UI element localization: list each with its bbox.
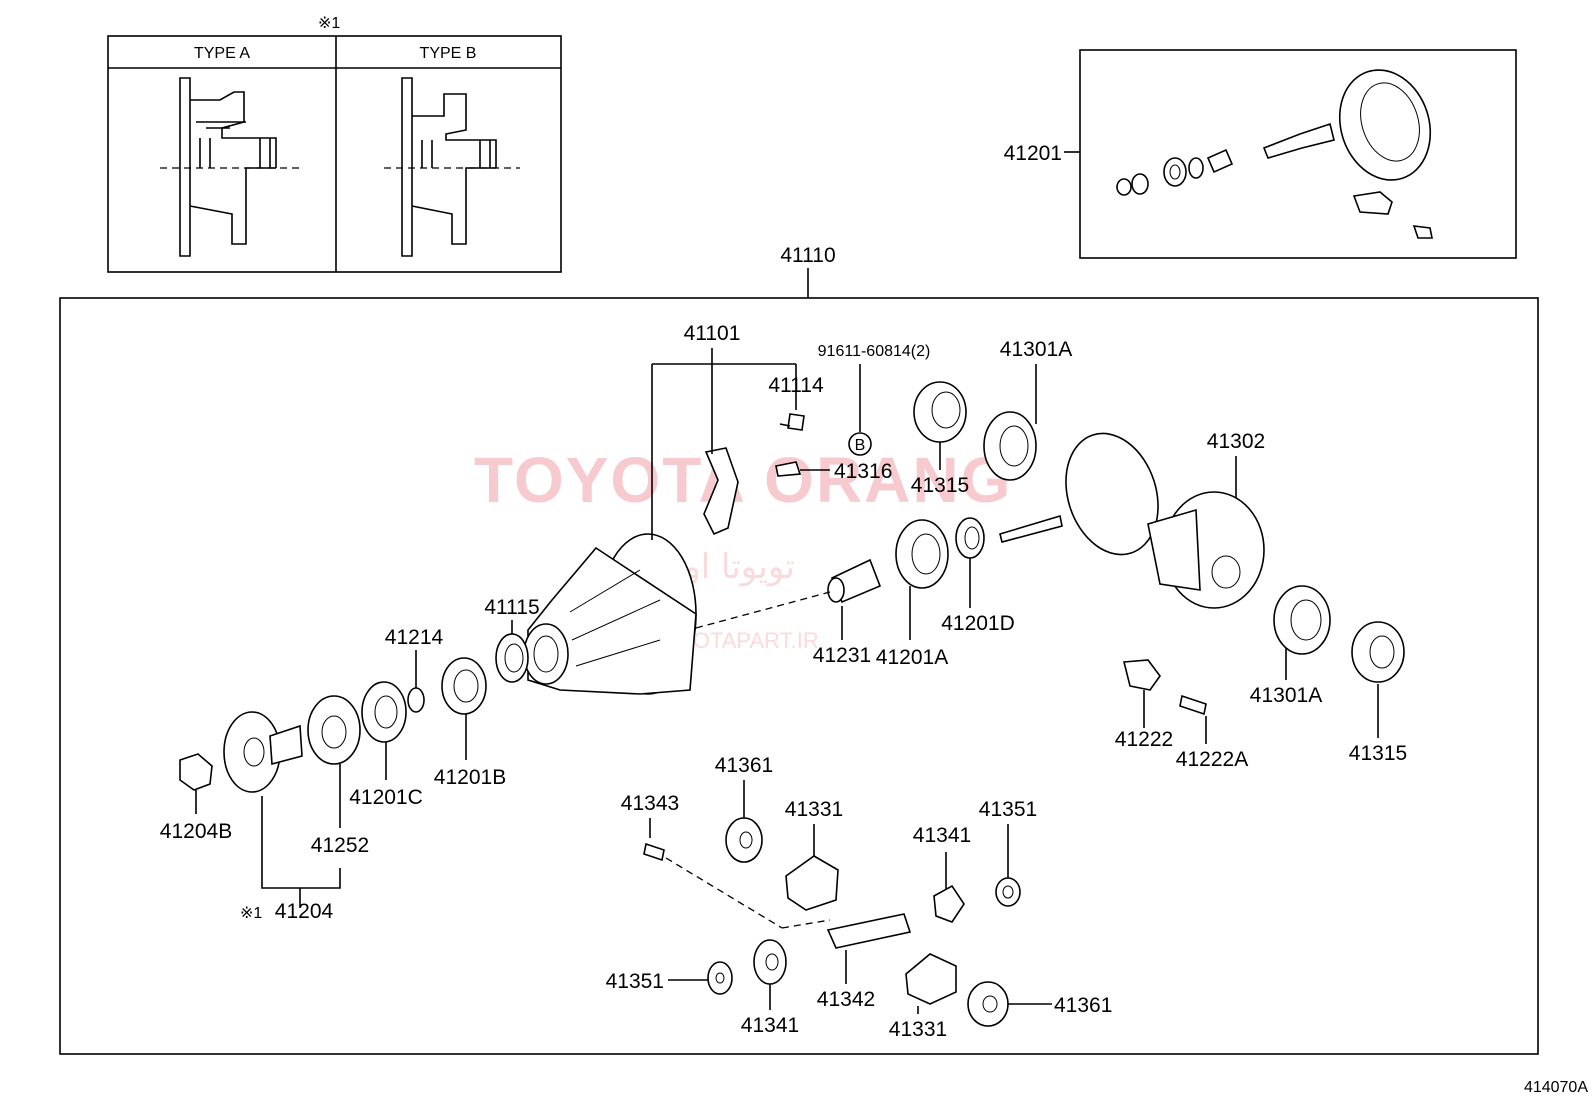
- drawing-code: 414070A: [1524, 1079, 1588, 1096]
- label-41252: 41252: [311, 834, 369, 857]
- label-41315-top: 41315: [911, 474, 969, 497]
- type-table: ※1 TYPE A TYPE B: [107, 15, 562, 273]
- label-41302: 41302: [1207, 430, 1265, 453]
- circle-ref-b-text: B: [855, 437, 866, 454]
- label-41361-bottom: 41361: [1054, 994, 1112, 1017]
- label-91611: 91611-60814(2): [818, 343, 931, 360]
- label-41351-left: 41351: [606, 970, 664, 993]
- type-a-flange-drawing: [160, 77, 300, 257]
- type-a-header: TYPE A: [194, 45, 250, 62]
- bearing-cap: [703, 447, 739, 536]
- label-41201c: 41201C: [349, 786, 423, 809]
- label-41341-right: 41341: [913, 824, 971, 847]
- label-41201b: 41201B: [434, 766, 506, 789]
- label-41316: 41316: [834, 460, 892, 483]
- label-41351-right: 41351: [979, 798, 1037, 821]
- label-41204-marker: ※1: [240, 905, 262, 922]
- type-table-marker: ※1: [318, 15, 340, 32]
- label-41331-top: 41331: [785, 798, 843, 821]
- label-41222: 41222: [1115, 728, 1173, 751]
- label-41231: 41231: [813, 644, 871, 667]
- label-41101: 41101: [684, 322, 741, 345]
- circle-ref-b: [848, 432, 872, 456]
- label-41214: 41214: [385, 626, 444, 649]
- label-41342: 41342: [817, 988, 875, 1011]
- label-41201d: 41201D: [941, 612, 1015, 635]
- label-41301a-top: 41301A: [1000, 338, 1072, 361]
- label-41222a: 41222A: [1176, 748, 1248, 771]
- label-41315-bottom: 41315: [1349, 742, 1407, 765]
- label-41115: 41115: [484, 596, 539, 619]
- main-assembly: 41110 TOYOTA ORANG تویوتا اورنگ TOYOTAPA…: [59, 244, 1539, 1055]
- label-41204: 41204: [275, 900, 334, 923]
- label-41110: 41110: [780, 244, 835, 267]
- label-41343: 41343: [621, 792, 679, 815]
- label-41201a: 41201A: [876, 646, 948, 669]
- assembly-frame: [59, 297, 1539, 1055]
- label-41301a-bottom: 41301A: [1250, 684, 1322, 707]
- kit-41201-box: 41201: [1004, 49, 1517, 259]
- label-41331-bottom: 41331: [889, 1018, 947, 1041]
- label-41341-left: 41341: [741, 1014, 799, 1037]
- type-table-frame: [107, 35, 562, 273]
- label-41201: 41201: [1004, 142, 1062, 165]
- type-b-flange-drawing: [384, 77, 520, 257]
- type-b-header: TYPE B: [420, 45, 477, 62]
- label-41204b: 41204B: [160, 820, 232, 843]
- watermark-brand: TOYOTA ORANG: [474, 444, 1012, 516]
- label-41114: 41114: [768, 374, 824, 397]
- pinion-shaft-41342: [826, 913, 912, 949]
- carrier-housing-41101: [523, 533, 697, 695]
- differential-case-41302: [999, 432, 1265, 609]
- label-41361-top: 41361: [715, 754, 773, 777]
